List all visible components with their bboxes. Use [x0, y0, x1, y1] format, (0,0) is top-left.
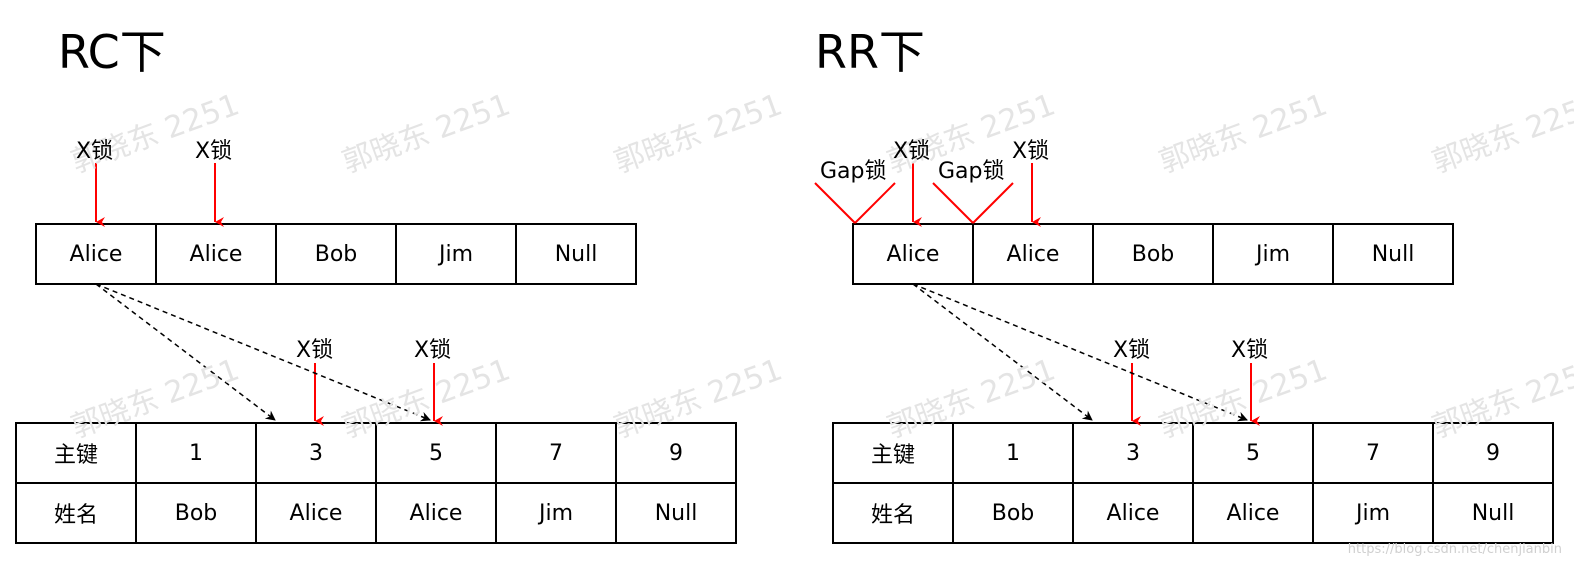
table-cell-key: 1: [1006, 440, 1020, 466]
index-cell: Alice: [1006, 241, 1060, 267]
table-cell-key: 9: [1486, 440, 1500, 466]
index-pointer-arrow: [912, 283, 1248, 422]
index-cell: Null: [554, 241, 598, 267]
table-cell-name: Null: [1471, 500, 1515, 526]
source-url: https://blog.csdn.net/chenjianbin: [1347, 542, 1562, 557]
table-cell-name: Bob: [991, 500, 1035, 526]
rc-index-border: [35, 223, 637, 285]
table-cell-key: 5: [429, 440, 443, 466]
x-lock-label: X锁: [296, 338, 334, 363]
gap-lock-mark: [932, 182, 974, 224]
gap-lock-label: Gap锁: [938, 159, 1005, 184]
x-lock-label: X锁: [893, 139, 931, 164]
index-pointer-arrow: [912, 283, 1093, 421]
table-cell-key: 1: [189, 440, 203, 466]
table-cell-name: Alice: [409, 500, 463, 526]
rr-panel-title: RR下: [815, 25, 925, 79]
gap-lock-mark: [854, 182, 896, 224]
gap-lock-mark: [814, 182, 856, 224]
table-cell-name: Jim: [1355, 500, 1391, 526]
table-cell-name: Alice: [1106, 500, 1160, 526]
index-cell: Alice: [69, 241, 123, 267]
table-header-key: 主键: [870, 443, 915, 468]
index-pointer-arrow: [95, 283, 431, 422]
x-lock-label: X锁: [414, 338, 452, 363]
table-cell-key: 3: [1126, 440, 1140, 466]
index-cell: Bob: [1131, 241, 1175, 267]
table-cell-name: Bob: [174, 500, 218, 526]
index-cell: Jim: [438, 241, 474, 267]
table-cell-name: Alice: [1226, 500, 1280, 526]
table-cell-key: 9: [669, 440, 683, 466]
index-cell: Jim: [1255, 241, 1291, 267]
index-cell: Null: [1371, 241, 1415, 267]
index-pointer-arrow: [95, 283, 276, 421]
table-header-name: 姓名: [53, 503, 98, 528]
table-header-key: 主键: [53, 443, 98, 468]
table-cell-key: 7: [549, 440, 563, 466]
gap-lock-mark: [972, 182, 1014, 224]
table-header-name: 姓名: [870, 503, 915, 528]
index-cell: Alice: [189, 241, 243, 267]
index-cell: Alice: [886, 241, 940, 267]
index-cell: Bob: [314, 241, 358, 267]
table-cell-key: 7: [1366, 440, 1380, 466]
x-lock-label: X锁: [76, 139, 114, 164]
table-cell-name: Null: [654, 500, 698, 526]
x-lock-label: X锁: [1012, 139, 1050, 164]
table-cell-name: Jim: [538, 500, 574, 526]
gap-lock-label: Gap锁: [820, 159, 887, 184]
table-cell-key: 3: [309, 440, 323, 466]
rr-index-border: [852, 223, 1454, 285]
table-cell-key: 5: [1246, 440, 1260, 466]
x-lock-label: X锁: [195, 139, 233, 164]
x-lock-label: X锁: [1113, 338, 1151, 363]
rc-panel-title: RC下: [58, 25, 166, 79]
x-lock-label: X锁: [1231, 338, 1269, 363]
table-cell-name: Alice: [289, 500, 343, 526]
